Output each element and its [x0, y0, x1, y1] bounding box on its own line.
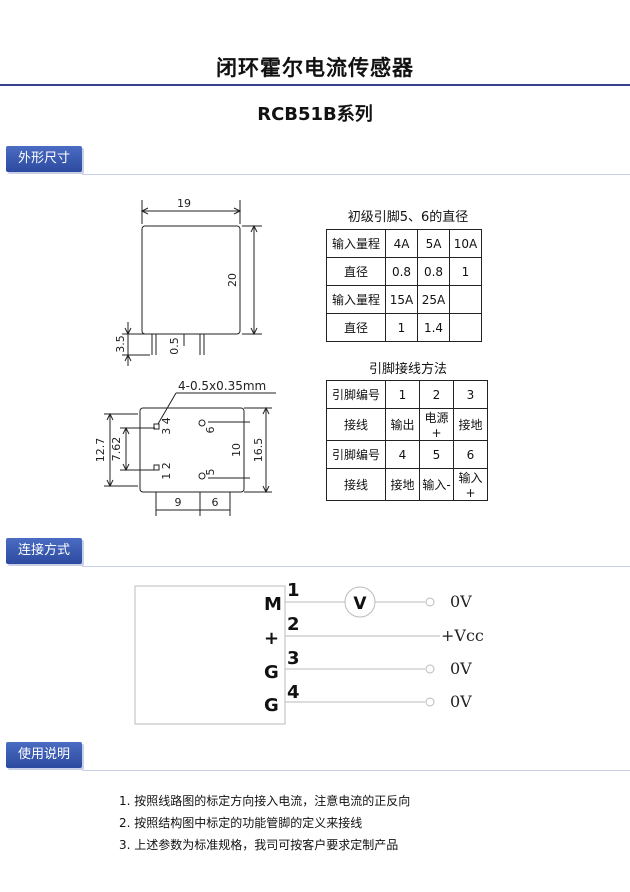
pin-label-plus: +: [264, 628, 279, 649]
table-row: 引脚编号 4 5 6: [326, 440, 488, 469]
series-title: RCB51B系列: [257, 104, 373, 125]
table-cell: 6: [453, 440, 488, 469]
table-cell: 直径: [326, 257, 386, 286]
sensor-body-bottom: [139, 407, 245, 493]
table-row: 接线 接地 输入- 输入+: [326, 468, 488, 501]
pin-label-6: 6: [204, 427, 217, 434]
dimension-drawing: 19 20 3.5 0.5 4-0.5x0.35mm 12.7 7.62 10 …: [94, 197, 276, 516]
dim-12-7: 12.7: [94, 438, 107, 463]
voltmeter-label: V: [353, 594, 367, 614]
dim-width: 19: [177, 197, 191, 210]
terminal-icon: [425, 597, 435, 607]
page-title: 闭环霍尔电流传感器: [216, 56, 414, 80]
table-cell: 10A: [449, 229, 482, 258]
pin-label-12: 1 2: [160, 462, 173, 480]
dim-pin-spec: 4-0.5x0.35mm: [178, 379, 266, 393]
title-divider: [0, 84, 630, 86]
table-cell: [449, 313, 482, 342]
section-divider: [82, 174, 630, 175]
diameter-table-title: 初级引脚5、6的直径: [347, 210, 469, 225]
table-cell: 4A: [385, 229, 418, 258]
terminal-0v: 0V: [450, 592, 472, 611]
list-item: 3. 上述参数为标准规格，我司可按客户要求定制产品: [119, 838, 399, 852]
table-cell: [449, 285, 482, 314]
table-cell: 输出: [385, 408, 420, 441]
pin-label-5: 5: [204, 469, 217, 476]
list-item: 2. 按照结构图中标定的功能管脚的定义来接线: [119, 816, 363, 830]
table-cell: 2: [419, 380, 454, 409]
pin-table: 引脚编号 1 2 3 接线 输出 电源+ 接地 引脚编号 4 5 6 接线 接地…: [326, 380, 488, 501]
dim-10: 10: [230, 443, 243, 457]
table-cell: 输入量程: [326, 229, 386, 258]
diameter-table: 输入量程 4A 5A 10A 直径 0.8 0.8 1 输入量程 15A 25A…: [326, 229, 482, 342]
pin-label-m: M: [264, 594, 282, 615]
table-row: 引脚编号 1 2 3: [326, 380, 488, 409]
table-row: 输入量程 4A 5A 10A: [326, 229, 482, 258]
usage-notes: 1. 按照线路图的标定方向接入电流，注意电流的正反向 2. 按照结构图中标定的功…: [119, 790, 410, 856]
table-cell: 0.8: [417, 257, 450, 286]
table-cell: 1: [449, 257, 482, 286]
table-cell: 3: [453, 380, 488, 409]
dim-pin-thickness: 0.5: [168, 337, 181, 355]
table-cell: 接线: [326, 468, 386, 501]
table-cell: 1: [385, 313, 418, 342]
pin-label-34: 3 4: [160, 417, 173, 435]
section-tab-dimensions: 外形尺寸: [6, 146, 82, 172]
table-cell: 接线: [326, 408, 386, 441]
table-row: 直径 0.8 0.8 1: [326, 257, 482, 286]
terminal-0v: 0V: [450, 692, 472, 711]
pin-label-g: G: [264, 695, 279, 716]
table-cell: 接地: [385, 468, 420, 501]
dim-6: 6: [212, 496, 219, 509]
terminal-icon: [425, 697, 435, 707]
table-cell: 0.8: [385, 257, 418, 286]
list-item: 1. 按照线路图的标定方向接入电流，注意电流的正反向: [119, 794, 411, 808]
table-cell: 引脚编号: [326, 440, 386, 469]
table-cell: 15A: [385, 285, 418, 314]
table-cell: 电源+: [419, 408, 454, 441]
terminal-vcc: +Vcc: [441, 626, 484, 645]
section-divider: [82, 566, 630, 567]
section-tab-connection: 连接方式: [6, 538, 82, 564]
table-row: 输入量程 15A 25A: [326, 285, 482, 314]
table-row: 接线 输出 电源+ 接地: [326, 408, 488, 441]
pin-table-title: 引脚接线方法: [368, 362, 447, 377]
dim-7-62: 7.62: [110, 437, 123, 462]
dim-16-5: 16.5: [252, 438, 265, 463]
terminal-0v: 0V: [450, 659, 472, 678]
pin-number: 1: [287, 580, 300, 601]
table-cell: 输入-: [419, 468, 454, 501]
pin-number: 2: [287, 614, 300, 635]
table-cell: 4: [385, 440, 420, 469]
sensor-body-front: [141, 225, 241, 335]
table-cell: 输入+: [453, 468, 488, 501]
section-divider: [82, 770, 630, 771]
dim-9: 9: [175, 496, 182, 509]
pin-number: 4: [287, 682, 300, 703]
voltmeter-icon: [344, 586, 376, 618]
table-cell: 25A: [417, 285, 450, 314]
dim-height: 20: [226, 273, 239, 287]
table-cell: 输入量程: [326, 285, 386, 314]
sensor-box: [134, 585, 286, 725]
table-cell: 直径: [326, 313, 386, 342]
table-cell: 5A: [417, 229, 450, 258]
pin-label-g: G: [264, 662, 279, 683]
wiring-diagram: M + G G 1 2 3 4 V 0V +Vcc 0V 0V: [134, 580, 484, 725]
terminal-icon: [425, 664, 435, 674]
table-cell: 5: [419, 440, 454, 469]
dim-pin-length: 3.5: [114, 335, 127, 353]
table-cell: 1: [385, 380, 420, 409]
pin-number: 3: [287, 648, 300, 669]
section-tab-usage: 使用说明: [6, 742, 82, 768]
table-row: 直径 1 1.4: [326, 313, 482, 342]
table-cell: 1.4: [417, 313, 450, 342]
table-cell: 引脚编号: [326, 380, 386, 409]
table-cell: 接地: [453, 408, 488, 441]
